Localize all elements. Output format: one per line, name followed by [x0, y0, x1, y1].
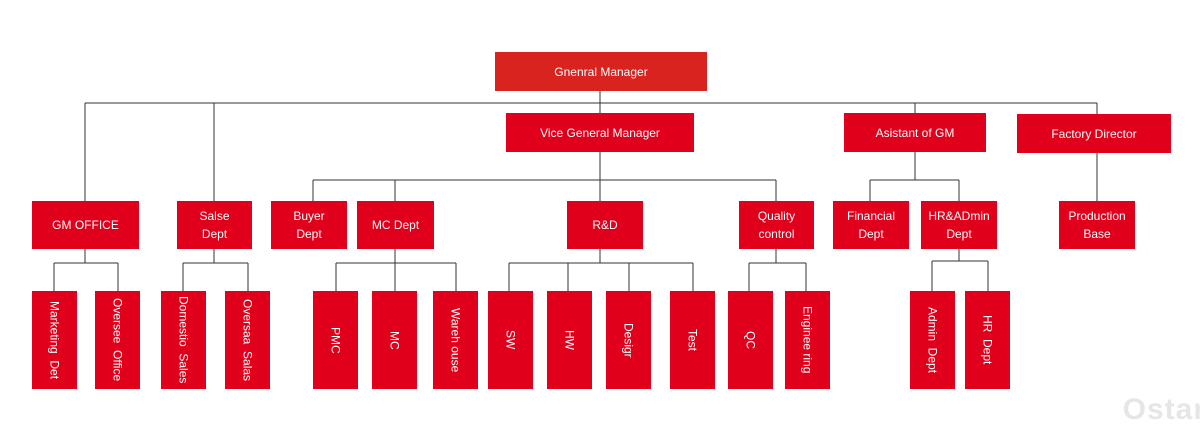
hr-dept-box[interactable]: HR Dept [965, 291, 1010, 389]
marketing-dept-box[interactable]: Marketing Det [32, 291, 77, 389]
pmc-label: PMC [328, 326, 343, 354]
domestic-sales-box[interactable]: Domestio Sales [161, 291, 206, 389]
engineering-box[interactable]: Enginee ring [785, 291, 830, 389]
production-base-label: Production Base [1068, 209, 1126, 241]
assistant-gm-box[interactable]: Asistant of GM [844, 113, 986, 152]
pmc-box[interactable]: PMC [313, 291, 358, 389]
general-manager-label: Gnenral Manager [554, 64, 648, 79]
mc-dept-label: MC Dept [371, 218, 420, 232]
oversee-office-label: Oversee Office [110, 298, 125, 382]
design-label: Desigr [621, 322, 636, 358]
test-label: Test [685, 328, 700, 351]
oversee-office-box[interactable]: Oversee Office [95, 291, 140, 389]
qc-label: QC [743, 331, 758, 349]
general-manager-box[interactable]: Gnenral Manager [495, 52, 707, 91]
rnd-label: R&D [592, 218, 618, 232]
gm-office-label: GM OFFICE [52, 218, 119, 232]
domestic-sales-label: Domestio Sales [176, 296, 191, 384]
hw-label: HW [562, 330, 577, 350]
sw-box[interactable]: SW [488, 291, 533, 389]
financial-dept-box[interactable]: Financial Dept [833, 201, 909, 249]
admin-dept-label: Admin Dept [925, 306, 940, 374]
hr-admin-dept-box[interactable]: HR&ADmin Dept [921, 201, 997, 249]
financial-dept-label: Financial Dept [846, 209, 896, 241]
rnd-box[interactable]: R&D [567, 201, 643, 249]
hw-box[interactable]: HW [547, 291, 592, 389]
assistant-gm-label: Asistant of GM [875, 125, 955, 140]
design-box[interactable]: Desigr [606, 291, 651, 389]
warehouse-box[interactable]: Wareh ouse [433, 291, 478, 389]
factory-director-box[interactable]: Factory Director [1017, 114, 1171, 153]
mc-label: MC [387, 330, 402, 350]
mc-box[interactable]: MC [372, 291, 417, 389]
factory-director-label: Factory Director [1051, 126, 1137, 141]
connector-lines [53, 90, 1098, 291]
oversea-sales-label: Oversaa Salas [240, 298, 255, 382]
production-base-box[interactable]: Production Base [1059, 201, 1135, 249]
qc-box[interactable]: QC [728, 291, 773, 389]
admin-dept-box[interactable]: Admin Dept [910, 291, 955, 389]
engineering-label: Enginee ring [800, 306, 815, 374]
mc-dept-box[interactable]: MC Dept [357, 201, 434, 249]
oversea-sales-box[interactable]: Oversaa Salas [225, 291, 270, 389]
sales-dept-box[interactable]: Salse Dept [177, 201, 252, 249]
hr-admin-dept-label: HR&ADmin Dept [928, 209, 990, 241]
quality-control-label: Quality control [757, 209, 796, 241]
buyer-dept-label: Buyer Dept [293, 209, 325, 241]
sales-dept-label: Salse Dept [199, 209, 230, 241]
marketing-dept-label: Marketing Det [47, 300, 62, 380]
sw-label: SW [503, 330, 518, 350]
quality-control-box[interactable]: Quality control [739, 201, 814, 249]
warehouse-label: Wareh ouse [448, 307, 463, 373]
watermark-logo: Ostar [1122, 393, 1200, 426]
vice-general-manager-label: Vice General Manager [540, 125, 660, 140]
buyer-dept-box[interactable]: Buyer Dept [271, 201, 347, 249]
vice-general-manager-box[interactable]: Vice General Manager [506, 113, 694, 152]
test-box[interactable]: Test [670, 291, 715, 389]
gm-office-box[interactable]: GM OFFICE [32, 201, 139, 249]
hr-dept-label: HR Dept [980, 315, 995, 365]
